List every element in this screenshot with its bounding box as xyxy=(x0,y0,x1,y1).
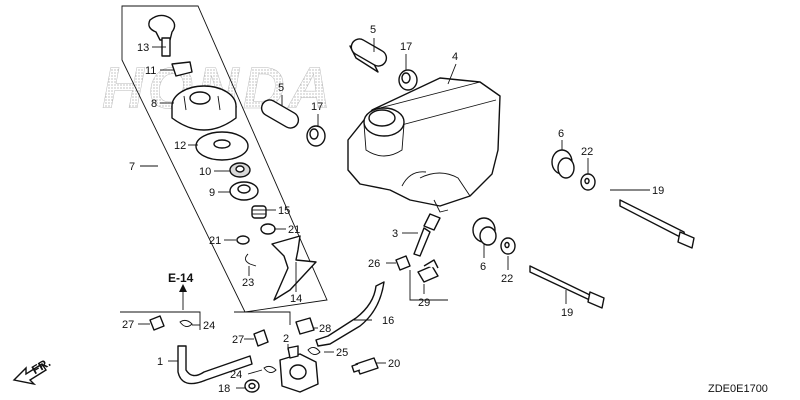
label-16: 16 xyxy=(382,315,394,327)
label-21a: 21 xyxy=(288,224,300,236)
label-18: 18 xyxy=(218,383,230,395)
label-24a: 24 xyxy=(203,320,215,332)
label-23: 23 xyxy=(242,277,254,289)
label-5b: 5 xyxy=(278,82,284,94)
label-2: 2 xyxy=(283,333,289,345)
fuel-cap-8 xyxy=(171,85,237,131)
leader-lines xyxy=(138,38,650,389)
clip-27-left xyxy=(149,315,165,331)
label-25: 25 xyxy=(336,347,348,359)
pin-23 xyxy=(245,253,257,267)
label-24b: 24 xyxy=(230,369,242,381)
label-4: 4 xyxy=(452,51,458,63)
collar-17-upper xyxy=(398,69,418,91)
collar-17-lower xyxy=(306,125,326,147)
label-19a: 19 xyxy=(652,185,664,197)
gasket-12 xyxy=(195,131,249,161)
label-17b: 17 xyxy=(311,101,323,113)
label-27b: 27 xyxy=(232,334,244,346)
clip-25 xyxy=(307,347,321,355)
label-13: 13 xyxy=(137,42,149,54)
fitting-20 xyxy=(351,357,379,375)
label-22a: 22 xyxy=(581,146,593,158)
label-10: 10 xyxy=(199,166,211,178)
label-3: 3 xyxy=(392,228,398,240)
label-9: 9 xyxy=(209,187,215,199)
cap-knob-13 xyxy=(148,14,176,57)
fr-direction-arrow xyxy=(12,363,47,386)
clip-28 xyxy=(295,317,315,335)
label-28: 28 xyxy=(319,323,331,335)
bushing-5-lower xyxy=(260,99,300,129)
spring-15 xyxy=(251,205,267,219)
nut-18 xyxy=(244,379,260,393)
clip-29 xyxy=(417,259,439,283)
e14-reference xyxy=(179,284,187,310)
grommet-6-lower xyxy=(472,217,497,246)
clip-24-lower xyxy=(263,365,277,373)
kit-7-outline xyxy=(121,5,328,313)
label-27a: 27 xyxy=(122,319,134,331)
label-20: 20 xyxy=(388,358,400,370)
label-11: 11 xyxy=(145,65,156,77)
washer-22-lower xyxy=(500,237,516,255)
label-17a: 17 xyxy=(400,41,412,53)
label-14: 14 xyxy=(290,293,302,305)
e14-callout: E-14 xyxy=(168,271,194,285)
label-21b: 21 xyxy=(209,235,221,247)
label-15: 15 xyxy=(278,205,290,217)
washer-10 xyxy=(229,162,251,178)
clip-27-right xyxy=(253,329,269,347)
bolt-3 xyxy=(413,213,441,257)
bracket-29 xyxy=(409,270,448,301)
label-7: 7 xyxy=(129,161,135,173)
bracket-mid xyxy=(234,311,291,325)
fuel-tank-4 xyxy=(347,77,501,213)
label-19b: 19 xyxy=(561,307,573,319)
bushing-5-upper xyxy=(349,38,388,73)
bracket-left xyxy=(120,311,201,330)
fuel-tube-1 xyxy=(177,345,253,385)
clip-26 xyxy=(395,255,411,271)
label-26: 26 xyxy=(368,258,380,270)
label-5a: 5 xyxy=(370,24,376,36)
washer-21b xyxy=(236,235,250,245)
washer-22-upper xyxy=(580,173,596,191)
seal-9 xyxy=(229,181,259,201)
label-22b: 22 xyxy=(501,273,513,285)
label-29: 29 xyxy=(418,297,430,309)
tether-14 xyxy=(271,235,317,301)
label-6a: 6 xyxy=(558,128,564,140)
label-1: 1 xyxy=(157,356,163,368)
label-6b: 6 xyxy=(480,261,486,273)
grommet-6-upper xyxy=(551,149,575,179)
clip-24-upper xyxy=(179,319,193,327)
fuel-tube-16 xyxy=(315,281,385,347)
bolt-19-lower xyxy=(529,265,605,309)
fuel-cock-2 xyxy=(279,345,319,393)
bolt-19-upper xyxy=(619,199,695,249)
diagram-code: ZDE0E1700 xyxy=(708,383,768,395)
washer-21a xyxy=(260,223,276,235)
label-8: 8 xyxy=(151,98,157,110)
label-12: 12 xyxy=(174,140,186,152)
plate-11 xyxy=(171,61,193,77)
